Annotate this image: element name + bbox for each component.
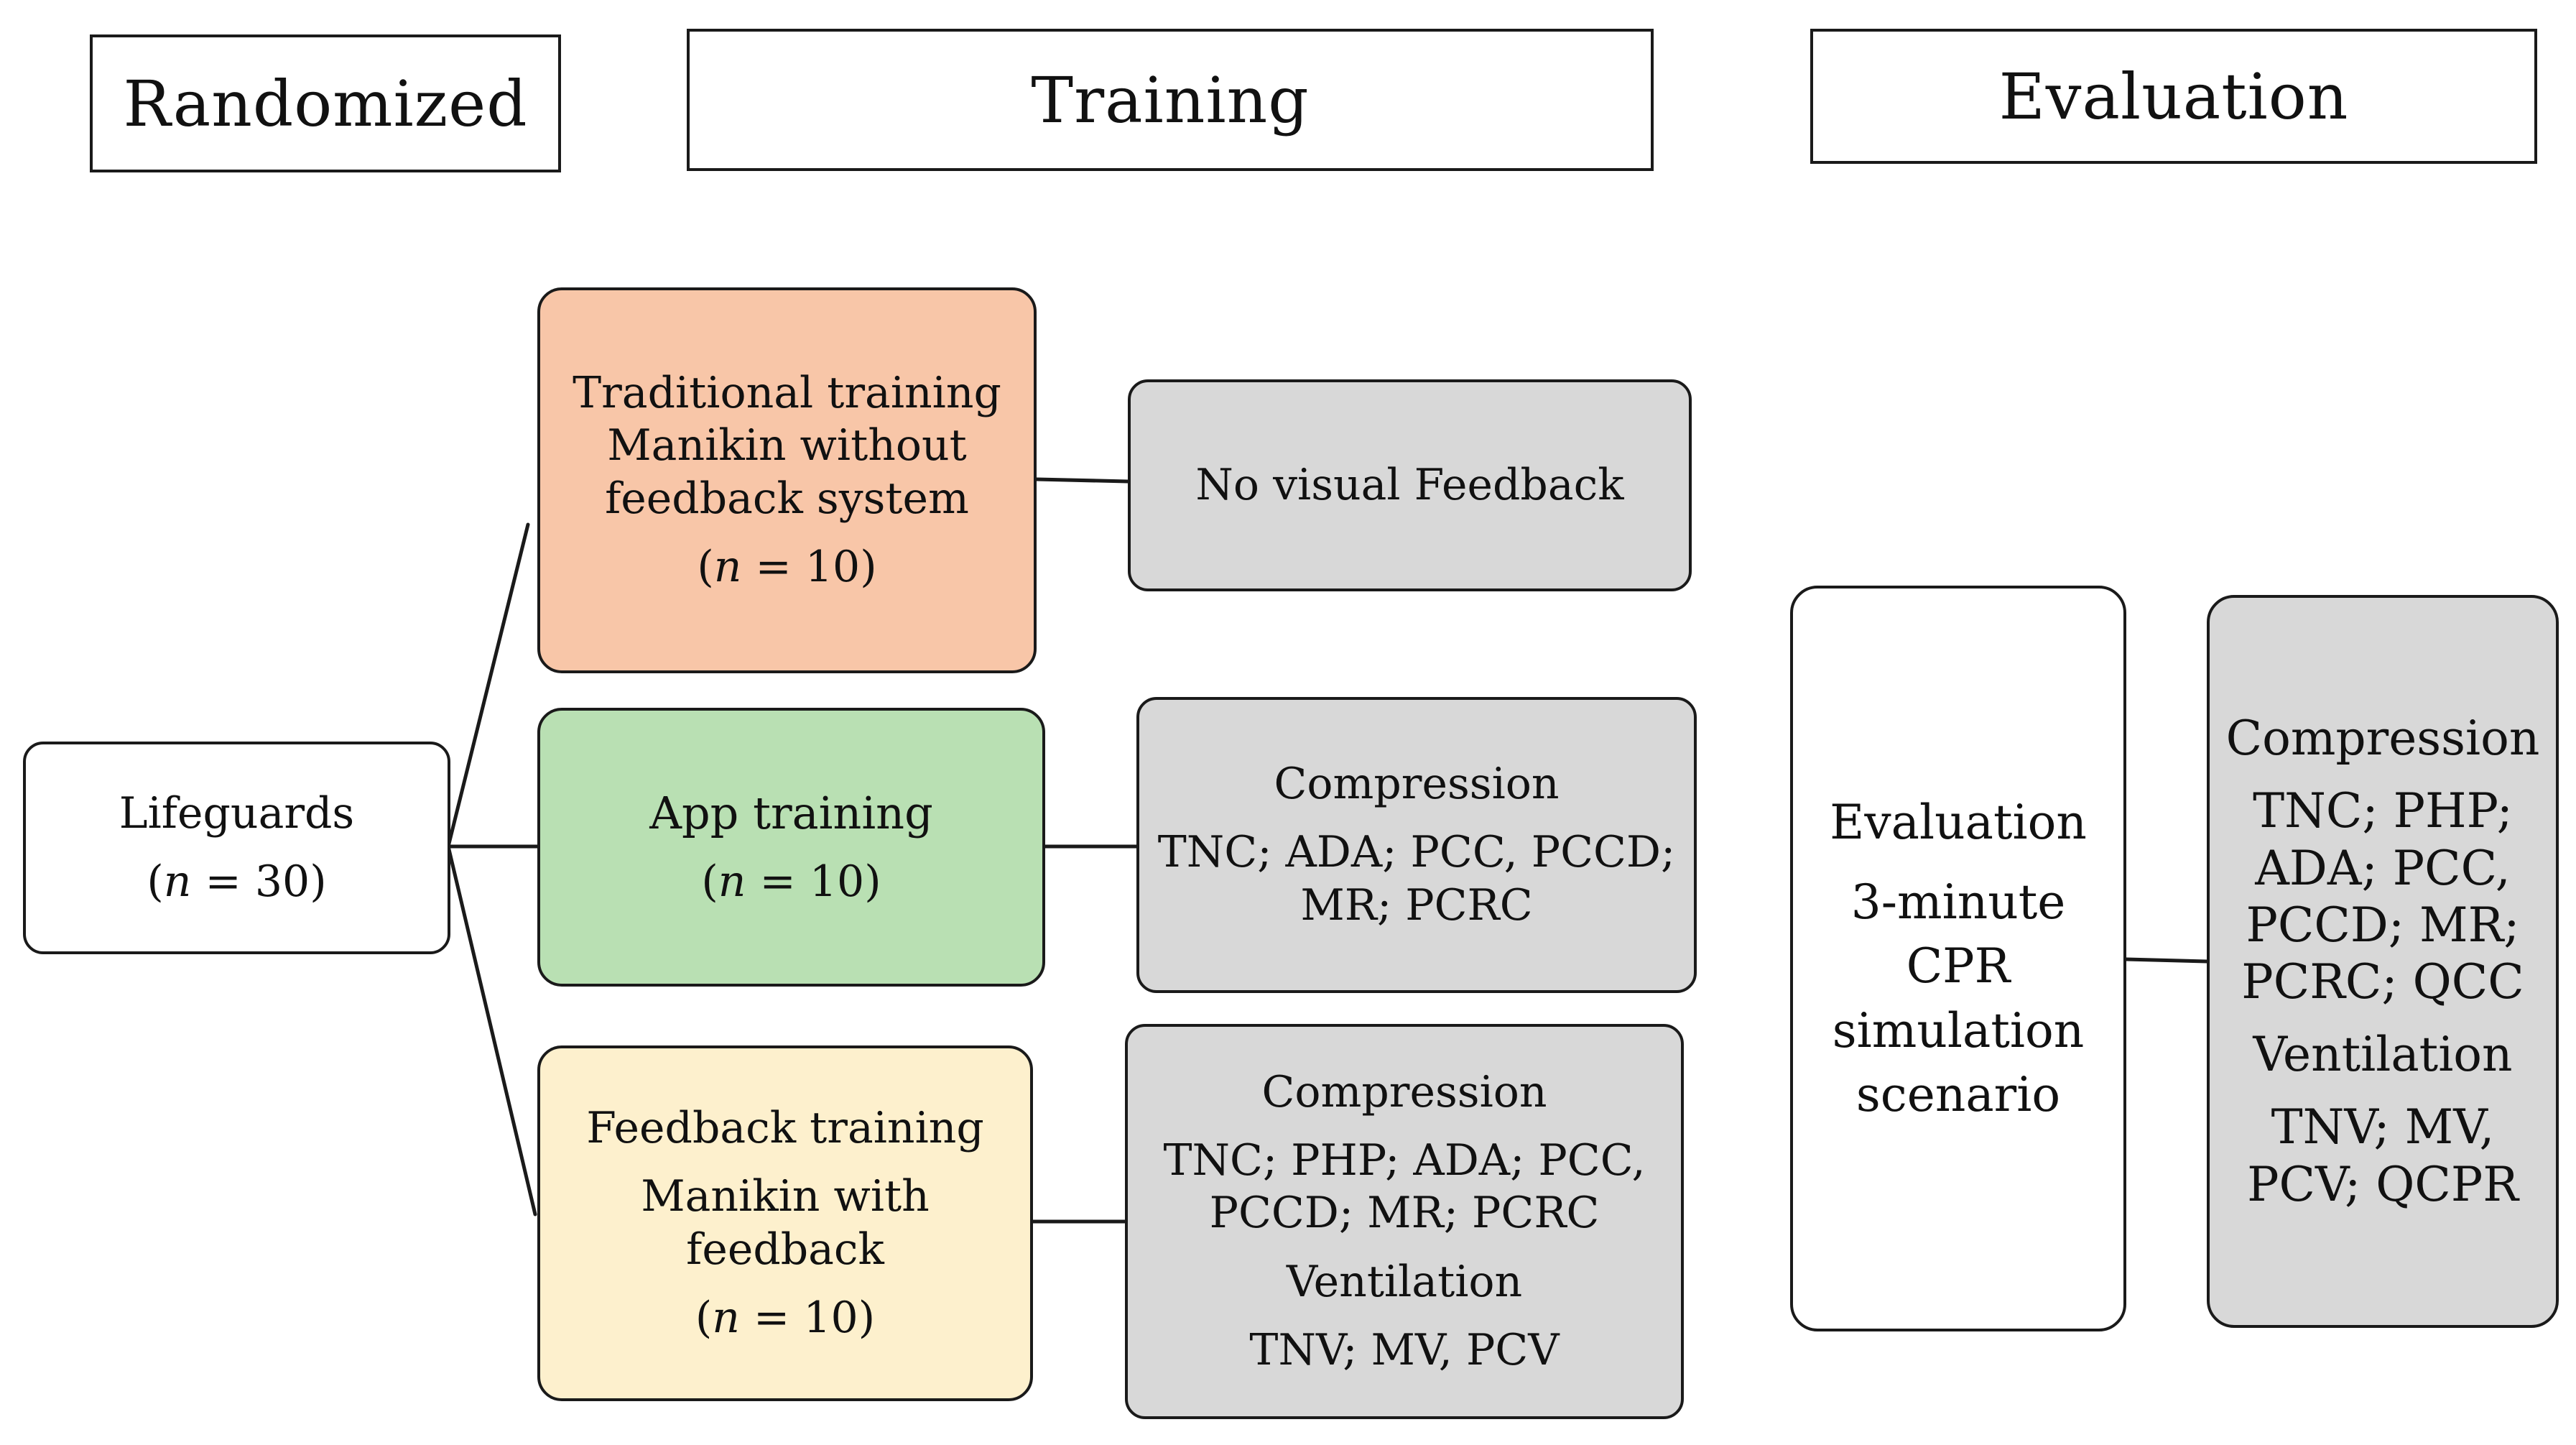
evaluation-line4: simulation bbox=[1832, 1002, 2085, 1058]
evaluation-line5: scenario bbox=[1855, 1066, 2061, 1122]
evaluation-metrics-line3: PCCD; MR; bbox=[2246, 897, 2520, 953]
feedback-line2: Manikin with bbox=[641, 1171, 930, 1222]
connector-lifeguards-feedback bbox=[446, 844, 537, 1217]
connector-traditional-nofeedback bbox=[1034, 477, 1130, 484]
connector-lifeguards-traditional bbox=[446, 522, 530, 849]
feedback-count: (n = 10) bbox=[695, 1292, 876, 1343]
app-metrics-line1: TNC; ADA; PCC, PCCD; bbox=[1157, 827, 1676, 878]
feedback-metrics-ventilation-heading: Ventilation bbox=[1286, 1256, 1523, 1307]
evaluation-metrics-compression-heading: Compression bbox=[2225, 711, 2540, 767]
evaluation-metrics-line4: PCRC; QCC bbox=[2241, 954, 2524, 1010]
lifeguards-count: (n = 30) bbox=[147, 857, 327, 907]
feedback-metrics-compression-heading: Compression bbox=[1261, 1067, 1547, 1118]
header-training: Training bbox=[687, 29, 1654, 171]
no-visual-feedback-node: No visual Feedback bbox=[1128, 379, 1692, 591]
evaluation-scenario-node: Evaluation 3-minute CPR simulation scena… bbox=[1790, 586, 2126, 1331]
feedback-metrics-line1: TNC; PHP; ADA; PCC, bbox=[1163, 1135, 1646, 1186]
header-training-label: Training bbox=[1031, 63, 1310, 137]
evaluation-metrics-line5: TNV; MV, bbox=[2271, 1099, 2495, 1155]
header-evaluation-label: Evaluation bbox=[1998, 59, 2349, 134]
evaluation-line3: CPR bbox=[1906, 938, 2011, 994]
lifeguards-node: Lifeguards (n = 30) bbox=[23, 742, 450, 954]
traditional-training-node: Traditional training Manikin without fee… bbox=[537, 287, 1037, 673]
feedback-metrics-node: Compression TNC; PHP; ADA; PCC, PCCD; MR… bbox=[1125, 1024, 1684, 1419]
app-metrics-heading: Compression bbox=[1274, 759, 1560, 810]
app-metrics-line2: MR; PCRC bbox=[1300, 880, 1533, 931]
evaluation-metrics-line6: PCV; QCPR bbox=[2247, 1156, 2519, 1212]
evaluation-metrics-line1: TNC; PHP; bbox=[2253, 783, 2513, 839]
app-title: App training bbox=[649, 786, 933, 839]
header-randomized-label: Randomized bbox=[123, 66, 528, 141]
connector-evaluation-metrics bbox=[2124, 957, 2209, 964]
traditional-line3: feedback system bbox=[605, 473, 969, 524]
app-count: (n = 10) bbox=[701, 857, 881, 908]
feedback-metrics-line3: TNV; MV, PCV bbox=[1249, 1324, 1560, 1375]
evaluation-line1: Evaluation bbox=[1830, 795, 2087, 851]
feedback-line3: feedback bbox=[686, 1224, 884, 1275]
traditional-line1: Traditional training bbox=[573, 368, 1001, 419]
evaluation-line2: 3-minute bbox=[1850, 874, 2066, 931]
no-visual-feedback-label: No visual Feedback bbox=[1195, 459, 1624, 510]
header-randomized: Randomized bbox=[90, 34, 561, 172]
lifeguards-title: Lifeguards bbox=[119, 788, 355, 839]
traditional-count: (n = 10) bbox=[697, 541, 877, 592]
app-metrics-node: Compression TNC; ADA; PCC, PCCD; MR; PCR… bbox=[1136, 697, 1697, 993]
traditional-line2: Manikin without bbox=[607, 420, 967, 471]
header-evaluation: Evaluation bbox=[1810, 29, 2537, 164]
feedback-metrics-line2: PCCD; MR; PCRC bbox=[1209, 1188, 1600, 1239]
evaluation-metrics-line2: ADA; PCC, bbox=[2255, 840, 2511, 896]
feedback-training-node: Feedback training Manikin with feedback … bbox=[537, 1045, 1033, 1401]
evaluation-metrics-ventilation-heading: Ventilation bbox=[2253, 1027, 2513, 1083]
app-training-node: App training (n = 10) bbox=[537, 708, 1045, 987]
feedback-line1: Feedback training bbox=[586, 1103, 984, 1154]
evaluation-metrics-node: Compression TNC; PHP; ADA; PCC, PCCD; MR… bbox=[2207, 595, 2559, 1328]
